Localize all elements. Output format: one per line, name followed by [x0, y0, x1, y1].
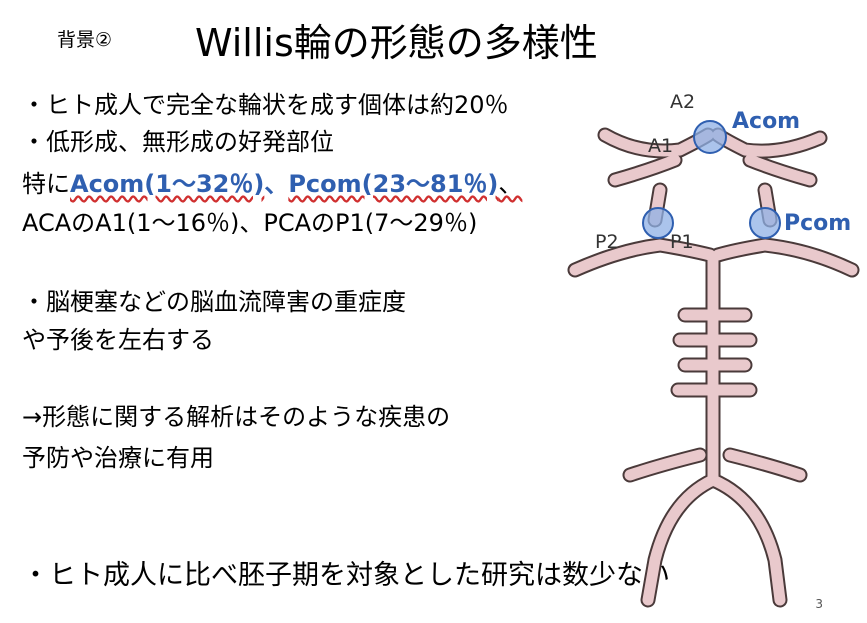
- bullet-embryo-research: ・ヒト成人に比べ胚子期を対象とした研究は数少ない: [22, 560, 670, 591]
- sites-end: 、: [498, 170, 523, 198]
- label-p2: P2: [595, 231, 619, 253]
- pcom-left-marker: [642, 207, 674, 239]
- section-label: 背景②: [57, 29, 113, 51]
- sites-separator: 、: [264, 170, 289, 198]
- line-prognosis: や予後を左右する: [22, 326, 214, 354]
- label-a1: A1: [648, 135, 673, 157]
- label-p1: P1: [670, 231, 694, 253]
- bullet-complete-ring: ・ヒト成人で完全な輪状を成す個体は約20％: [22, 91, 509, 119]
- line-sites: 特にAcom(1〜32％)、Pcom(23〜81％)、: [22, 172, 522, 196]
- sites-prefix: 特に: [22, 170, 70, 198]
- pcom-rate: Pcom(23〜81％): [288, 170, 499, 198]
- page-number: 3: [815, 597, 823, 611]
- acom-marker: [693, 120, 727, 154]
- arrow-analysis: →形態に関する解析はそのような疾患の: [22, 403, 451, 431]
- label-acom: Acom: [732, 109, 800, 134]
- label-a2: A2: [670, 91, 695, 113]
- label-pcom: Pcom: [784, 211, 851, 236]
- acom-rate: Acom(1〜32％): [70, 170, 265, 198]
- slide-title: Willis輪の形態の多様性: [195, 21, 598, 65]
- circle-of-willis-diagram: A2 A1 Acom Pcom P2 P1: [567, 91, 860, 608]
- pcom-right-marker: [749, 207, 781, 239]
- line-prevention: 予防や治療に有用: [22, 444, 214, 472]
- vessel-fill: [569, 129, 858, 606]
- bullet-stroke: ・脳梗塞などの脳血流障害の重症度: [22, 288, 406, 316]
- bullet-hypoplasia: ・低形成、無形成の好発部位: [22, 128, 334, 156]
- line-aca-pca: ACAのA1(1〜16％)、PCAのP1(7〜29％): [22, 209, 478, 237]
